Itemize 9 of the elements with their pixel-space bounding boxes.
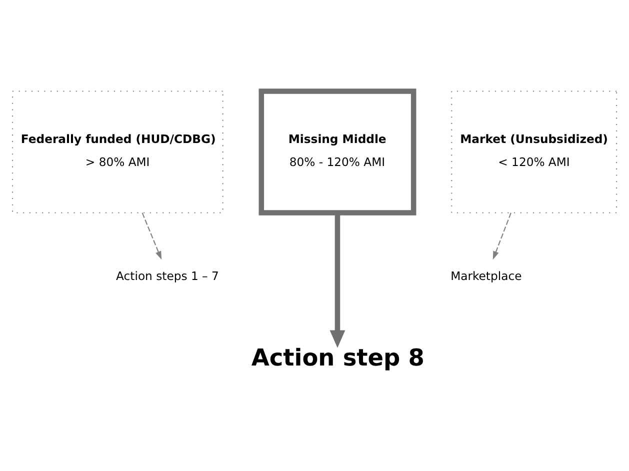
arrow: [330, 212, 346, 348]
node-box: Market (Unsubsidized) < 120% AMI: [451, 90, 618, 214]
arrow: [492, 212, 512, 260]
node-text: Action step 8: [251, 344, 424, 372]
node-text: Marketplace: [450, 269, 522, 284]
arrow: [142, 212, 162, 260]
node-text: Action steps 1 – 7: [116, 269, 219, 284]
node-box: Missing Middle 80% - 120% AMI: [258, 88, 416, 216]
node-box: Federally funded (HUD/CDBG) > 80% AMI: [12, 90, 224, 214]
